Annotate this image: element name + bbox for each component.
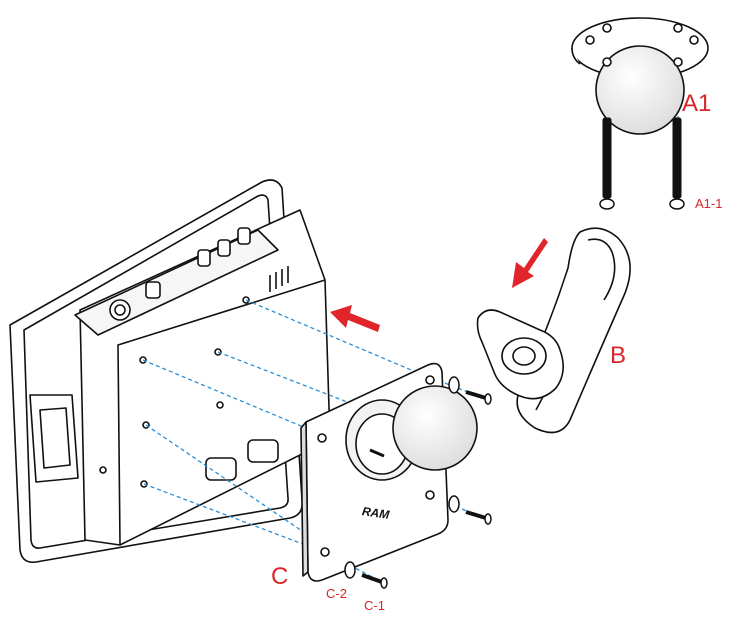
direction-arrows xyxy=(330,238,548,332)
label-a1: A1 xyxy=(682,90,712,117)
ball-mount-plate xyxy=(300,362,478,582)
label-b: B xyxy=(610,342,627,369)
label-c-1: C-1 xyxy=(364,598,385,613)
double-socket-arm xyxy=(476,227,631,434)
plate-hardware xyxy=(344,376,492,589)
monitor-connectors xyxy=(109,227,251,321)
label-c: C xyxy=(271,563,289,590)
long-bolts xyxy=(599,117,685,210)
round-base-ball-mount xyxy=(571,17,709,135)
label-c-2: C-2 xyxy=(326,586,347,601)
label-a1-1: A1-1 xyxy=(695,196,723,211)
monitor xyxy=(9,179,331,564)
